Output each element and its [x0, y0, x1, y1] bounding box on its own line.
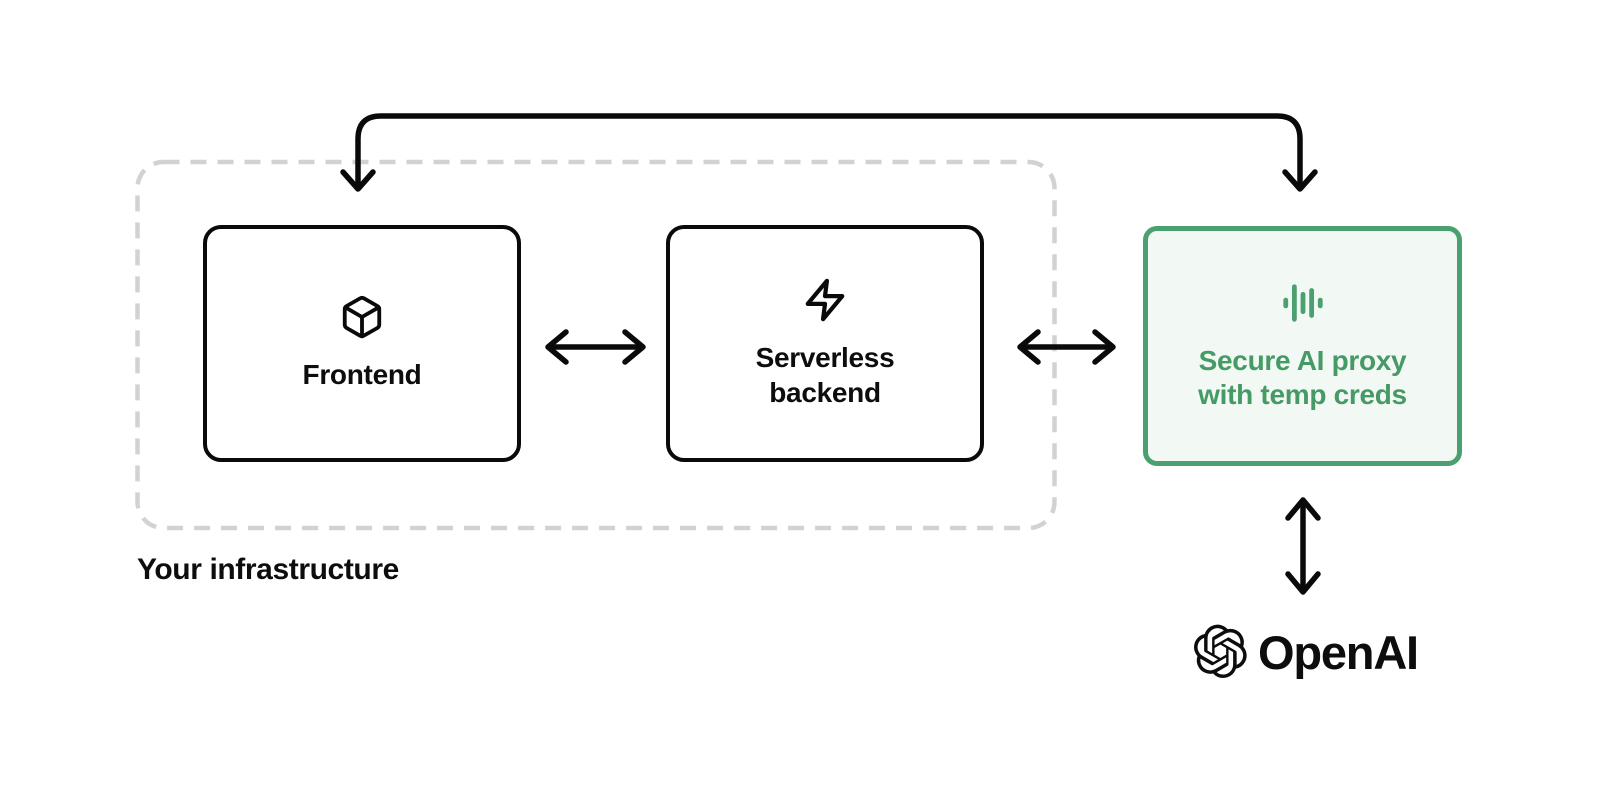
openai-logomark-icon [1193, 624, 1249, 685]
serverless-backend-label-line1: Serverless [755, 342, 895, 374]
frontend-node: Frontend [203, 225, 521, 462]
serverless-backend-label: Serverless backend [756, 341, 895, 409]
frontend-proxy-arrow [340, 113, 1318, 192]
arrowhead-right-icon [1092, 329, 1116, 365]
lightning-bolt-icon [802, 277, 848, 328]
secure-proxy-label-line1: Secure AI proxy [1198, 344, 1407, 376]
secure-proxy-label-line2: with temp creds [1198, 379, 1407, 410]
frontend-label: Frontend [302, 359, 422, 391]
arrowhead-down-icon [1285, 571, 1321, 595]
openai-wordmark: OpenAI [1258, 626, 1419, 679]
secure-proxy-node: Secure AI proxy with temp creds [1143, 226, 1462, 466]
cube-icon [339, 294, 385, 345]
arrowhead-left-icon [1017, 329, 1041, 365]
arrowhead-right-icon [622, 329, 646, 365]
arrowhead-up-icon [1285, 497, 1321, 521]
audio-waveform-icon [1280, 280, 1326, 331]
openai-logo: OpenAI [1193, 624, 1419, 685]
arrowhead-left-icon [545, 329, 569, 365]
frontend-backend-arrow [545, 329, 646, 365]
secure-proxy-label: Secure AI proxy with temp creds [1198, 344, 1407, 412]
proxy-openai-arrow [1285, 497, 1321, 595]
arrowhead-down-icon [1282, 169, 1318, 192]
serverless-backend-label-line2: backend [769, 376, 881, 408]
infrastructure-label: Your infrastructure [137, 553, 399, 586]
arrowhead-down-icon [340, 169, 376, 192]
backend-proxy-arrow [1017, 329, 1116, 365]
serverless-backend-node: Serverless backend [666, 225, 984, 462]
